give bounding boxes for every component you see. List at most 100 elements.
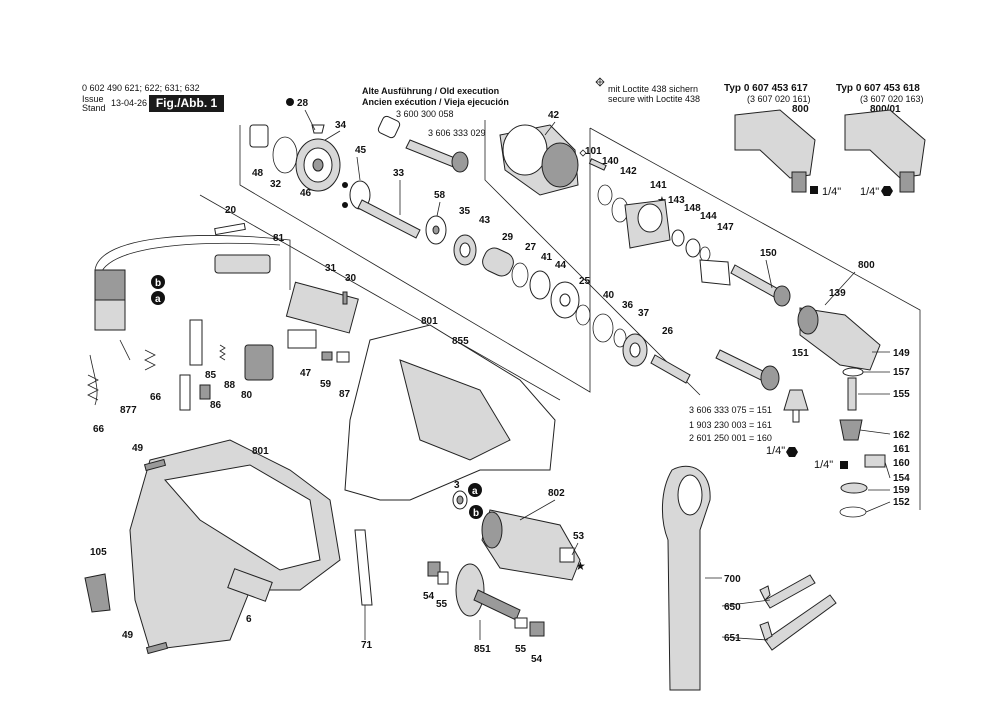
callout-85: 85 (205, 370, 217, 381)
callout-34: 34 (335, 120, 347, 131)
callout-46: 46 (300, 188, 312, 199)
callout-30: 30 (345, 273, 357, 284)
issue-date: 13-04-26 (111, 98, 148, 108)
ring-36 (613, 328, 627, 348)
quarter-inch-b: 1/4" (814, 459, 834, 471)
callout-27: 27 (525, 242, 537, 253)
callout-81: 81 (273, 233, 285, 244)
callout-877: 877 (120, 405, 137, 416)
ring-27 (511, 262, 529, 288)
circlip-40 (592, 313, 614, 343)
bushing-54a (427, 561, 441, 577)
callout-41: 41 (541, 252, 553, 263)
callout-650: 650 (724, 602, 741, 613)
callout-162: 162 (893, 430, 910, 441)
callout-101: 101 (585, 146, 602, 157)
callout-28: 28 (297, 98, 309, 109)
shaft-150 (730, 264, 791, 307)
side-handle-700 (661, 465, 711, 691)
callout-159: 159 (893, 485, 910, 496)
callout-147: 147 (717, 222, 734, 233)
ring-148 (671, 229, 685, 247)
callout-59: 59 (320, 379, 332, 390)
bevel-gear-162 (839, 419, 863, 441)
marker-a-2: a (468, 483, 482, 497)
callout-800: 800 (858, 260, 875, 271)
washer-3 (452, 490, 468, 510)
screw-30 (342, 291, 348, 305)
callout-labels: 28 34 48 32 46 45 33 58 35 43 29 27 41 4… (90, 98, 910, 665)
loctite-line2: secure with Loctite 438 (608, 94, 701, 104)
callout-651: 651 (724, 633, 741, 644)
callout-33: 33 (393, 168, 405, 179)
callout-144: 144 (700, 211, 717, 222)
hex-key-651 (759, 594, 837, 651)
cup-28 (311, 124, 325, 134)
callout-802: 802 (548, 488, 565, 499)
callout-161: 161 (893, 444, 910, 455)
callout-140: 140 (602, 156, 619, 167)
svg-text:★: ★ (575, 559, 586, 573)
spring-66b (144, 349, 156, 371)
bracket-48 (249, 124, 269, 148)
callout-55b: 55 (515, 644, 527, 655)
callout-40: 40 (603, 290, 615, 301)
ring-25 (575, 304, 591, 326)
callout-88: 88 (224, 380, 236, 391)
type-a-drive: 1/4" (822, 186, 842, 198)
type-a-number: (3 607 020 161) (747, 94, 811, 104)
angle-attachment-800-01 (844, 109, 926, 193)
type-a-ref: 800 (792, 104, 809, 115)
callout-157: 157 (893, 367, 910, 378)
callout-26: 26 (662, 326, 674, 337)
angle-head-800 (797, 305, 881, 371)
bearing-43 (453, 234, 477, 266)
pin-155 (847, 377, 857, 411)
callout-150: 150 (760, 248, 777, 259)
ring-157 (842, 367, 864, 377)
old-part-a: 3 600 300 058 (396, 109, 454, 119)
callout-66a: 66 (150, 392, 162, 403)
contact-86 (179, 374, 211, 411)
shaft-33 (357, 199, 421, 239)
screw-49b (145, 641, 169, 655)
assembly-outline (199, 120, 921, 510)
old-shaft (405, 139, 469, 173)
callout-154: 154 (893, 473, 910, 484)
callout-44: 44 (555, 260, 567, 271)
ring-32 (272, 136, 298, 174)
ring-140 (597, 184, 613, 206)
washer-58 (425, 215, 447, 245)
type-b-title: Typ 0 607 453 618 (836, 83, 920, 94)
ring-159 (840, 482, 868, 494)
callout-143: 143 (668, 195, 685, 206)
ring-152 (839, 506, 867, 518)
callout-155: 155 (893, 389, 910, 400)
callout-48: 48 (252, 168, 264, 179)
ring-41 (529, 270, 551, 300)
square-drive-icon-2 (840, 461, 848, 469)
callout-49b: 49 (122, 630, 134, 641)
type-b-ref: 800/01 (870, 104, 901, 115)
callout-58: 58 (434, 190, 446, 201)
callout-105: 105 (90, 547, 107, 558)
callout-71: 71 (361, 640, 373, 651)
callout-152: 152 (893, 497, 910, 508)
marker-a-text: a (155, 294, 161, 305)
callout-87: 87 (339, 389, 351, 400)
old-sleeve (377, 115, 401, 139)
marker-b-2: b (469, 505, 483, 519)
callout-142: 142 (620, 166, 637, 177)
bushing-55a (437, 571, 449, 585)
callout-42: 42 (548, 110, 560, 121)
pin-101 (588, 158, 607, 171)
issue-label: Issue (82, 94, 104, 104)
spindle-26 (650, 354, 691, 384)
callout-66b: 66 (93, 424, 105, 435)
callout-801b: 801 (252, 446, 269, 457)
leader-lines (304, 109, 891, 641)
block-59 (321, 351, 333, 361)
callout-801a: 801 (421, 316, 438, 327)
sleeve-141 (624, 199, 671, 249)
callout-32: 32 (270, 179, 282, 190)
